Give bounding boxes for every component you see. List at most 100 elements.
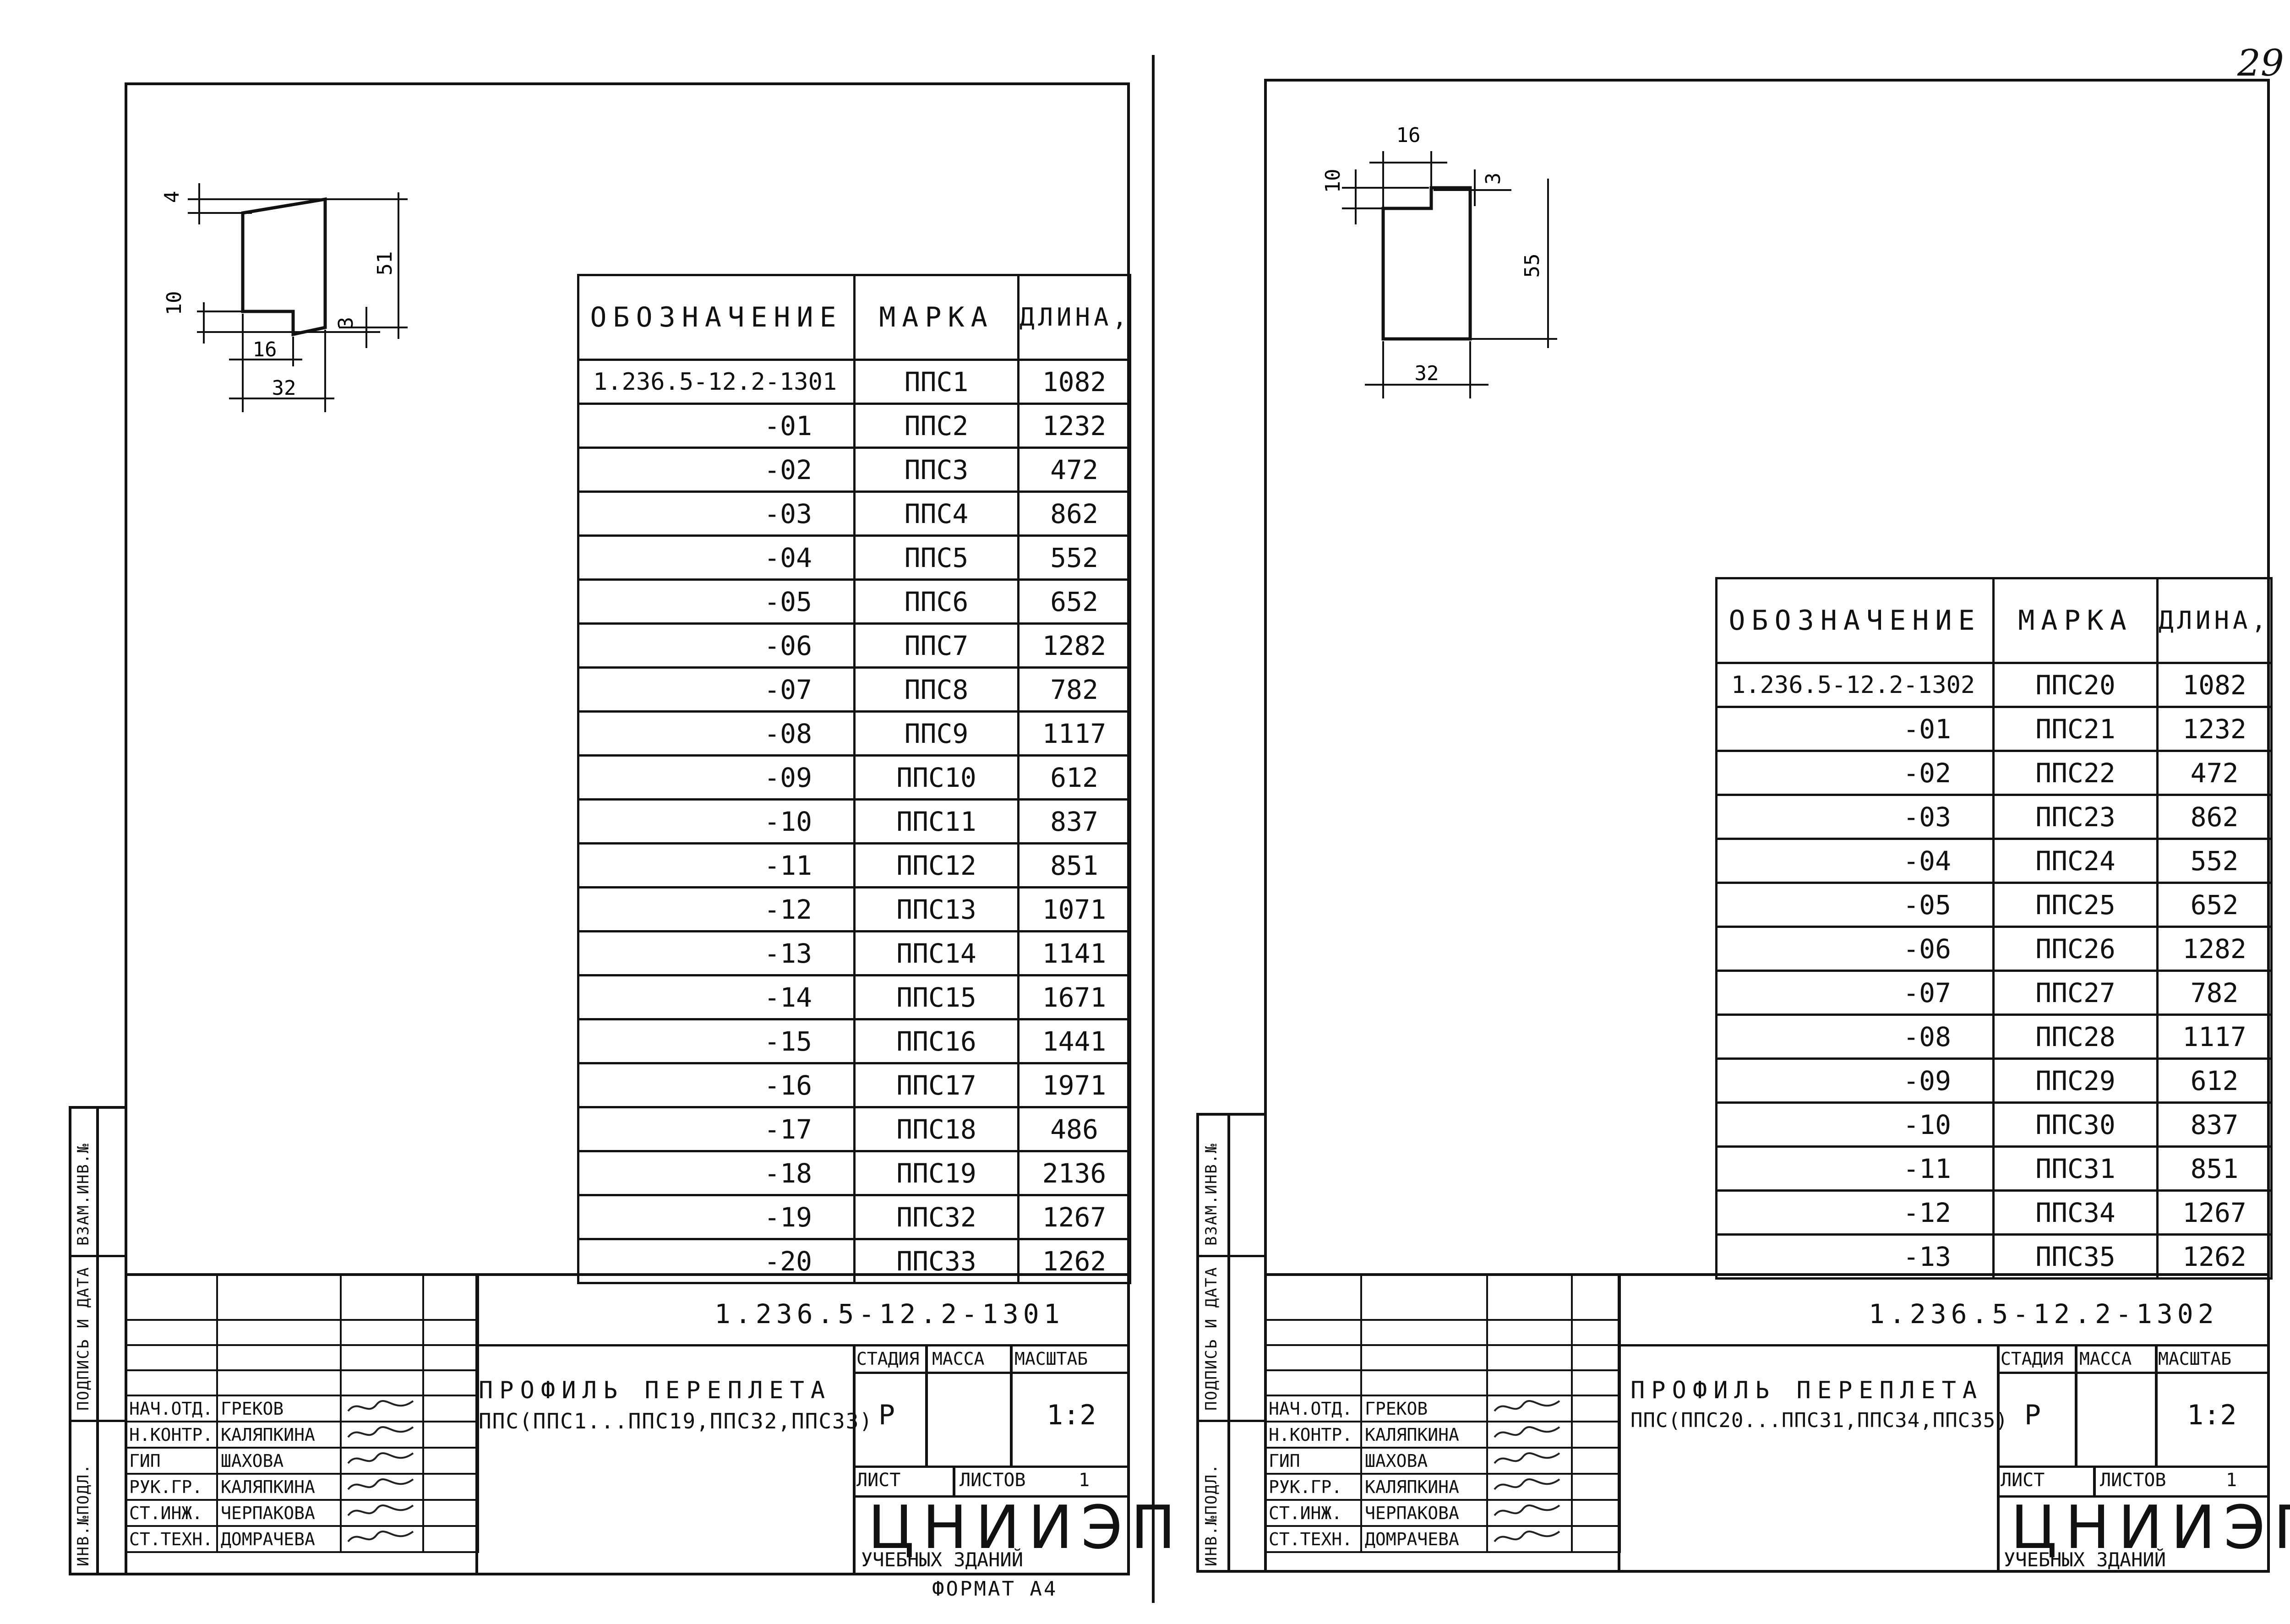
length-cell: 1267 [2156, 1189, 2273, 1236]
left-title-line2: ППС(ППС1...ППС19,ППС32,ППС33) [479, 1409, 873, 1433]
signature-row: НАЧ.ОТД.ГРЕКОВ [125, 1395, 479, 1422]
left-dim-top: 4 [160, 191, 184, 203]
length-cell: 1267 [1017, 1194, 1131, 1240]
role-cell: СТ.ТЕХН. [1264, 1525, 1362, 1553]
length-cell: 612 [1017, 754, 1131, 801]
role-cell: ГИП [1264, 1447, 1362, 1475]
designation-cell: -17 [577, 1106, 856, 1152]
mark-cell: ППС23 [1992, 794, 2159, 840]
length-cell: 472 [1017, 447, 1131, 493]
date-cell [422, 1499, 479, 1527]
mark-cell: ППС25 [1992, 882, 2159, 928]
length-cell: 1971 [1017, 1062, 1131, 1108]
length-cell: 837 [2156, 1101, 2273, 1148]
signature-cell [1486, 1447, 1573, 1475]
right-col-scale: МАСШТАБ [2158, 1349, 2232, 1369]
mark-cell: ППС31 [1992, 1145, 2159, 1192]
left-doc-code: 1.236.5-12.2-1301 [714, 1298, 1064, 1330]
length-cell: 612 [2156, 1057, 2273, 1104]
left-sheet-label: ЛИСТ [856, 1470, 901, 1491]
length-cell: 552 [2156, 838, 2273, 884]
right-col-mass: МАССА [2079, 1349, 2132, 1369]
name-cell: ГРЕКОВ [216, 1395, 342, 1422]
designation-cell: -02 [577, 447, 856, 493]
right-dim-step: 10 [1321, 169, 1345, 193]
right-stamp-podpis: ПОДПИСЬ И ДАТА [1202, 1266, 1221, 1411]
role-cell: СТ.ТЕХН. [125, 1525, 218, 1553]
left-title-line1: ПРОФИЛЬ ПЕРЕПЛЕТА [479, 1377, 832, 1404]
role-cell: Н.КОНТР. [1264, 1421, 1362, 1449]
mark-cell: ППС29 [1992, 1057, 2159, 1104]
date-cell [1571, 1473, 1621, 1501]
name-cell: КАЛЯПКИНА [1360, 1421, 1488, 1449]
length-cell: 1117 [1017, 710, 1131, 757]
right-stamp-vzam: ВЗАМ.ИНВ.№ [1202, 1143, 1221, 1246]
left-dim-height: 51 [373, 251, 397, 276]
role-cell: СТ.ИНЖ. [1264, 1499, 1362, 1527]
name-cell: КАЛЯПКИНА [216, 1421, 342, 1449]
date-cell [1571, 1447, 1621, 1475]
mark-cell: ППС24 [1992, 838, 2159, 884]
designation-cell: -06 [1715, 926, 1995, 972]
length-cell: 652 [1017, 578, 1131, 625]
mark-cell: ППС28 [1992, 1014, 2159, 1060]
length-cell: 837 [1017, 798, 1131, 845]
signature-row: Н.КОНТР.КАЛЯПКИНА [125, 1421, 479, 1449]
mark-cell: ППС5 [853, 534, 1020, 581]
length-cell: 1282 [2156, 926, 2273, 972]
length-cell: 862 [1017, 490, 1131, 537]
designation-cell: -06 [577, 622, 856, 669]
date-cell [422, 1447, 479, 1475]
right-sheets-label: ЛИСТОВ [2100, 1470, 2166, 1491]
signature-cell [1486, 1525, 1573, 1553]
right-dim-top: 3 [1482, 173, 1505, 185]
signature-cell [1486, 1421, 1573, 1449]
signature-cell [340, 1525, 424, 1553]
left-col-mass: МАССА [932, 1349, 985, 1369]
length-cell: 1232 [2156, 706, 2273, 752]
mark-cell: ППС12 [853, 842, 1020, 888]
length-cell: 862 [2156, 794, 2273, 840]
signature-cell [1486, 1395, 1573, 1422]
left-scale: 1:2 [1047, 1399, 1096, 1431]
right-org: ЦНИИЭП [2011, 1493, 2290, 1562]
mark-cell: ППС15 [853, 974, 1020, 1020]
designation-cell: -15 [577, 1018, 856, 1064]
mark-cell: ППС9 [853, 710, 1020, 757]
left-sheets-value: 1 [1079, 1470, 1090, 1491]
left-sheets-label: ЛИСТОВ [960, 1470, 1026, 1491]
date-cell [1571, 1421, 1621, 1449]
length-cell: 1262 [1017, 1238, 1131, 1284]
designation-cell: -12 [1715, 1189, 1995, 1236]
mark-cell: ППС35 [1992, 1233, 2159, 1280]
left-dim-inner: 16 [253, 338, 277, 361]
designation-cell: -12 [577, 886, 856, 932]
role-cell: РУК.ГР. [125, 1473, 218, 1501]
role-cell: СТ.ИНЖ. [125, 1499, 218, 1527]
mark-cell: ППС16 [853, 1018, 1020, 1064]
left-col-stage: СТАДИЯ [856, 1349, 920, 1369]
designation-cell: -16 [577, 1062, 856, 1108]
mark-cell: ППС27 [1992, 970, 2159, 1016]
right-dim-width: 32 [1415, 362, 1439, 385]
left-col-designation: ОБОЗНАЧЕНИЕ [577, 274, 856, 361]
mark-cell: ППС20 [1992, 662, 2159, 708]
right-sheets-value: 1 [2226, 1470, 2237, 1491]
right-spec-table: ОБОЗНАЧЕНИЕ МАРКА ДЛИНА, ММ 1.236.5-12.2… [1715, 577, 2273, 1280]
designation-cell: -13 [1715, 1233, 1995, 1280]
signature-cell [340, 1447, 424, 1475]
date-cell [1571, 1395, 1621, 1422]
